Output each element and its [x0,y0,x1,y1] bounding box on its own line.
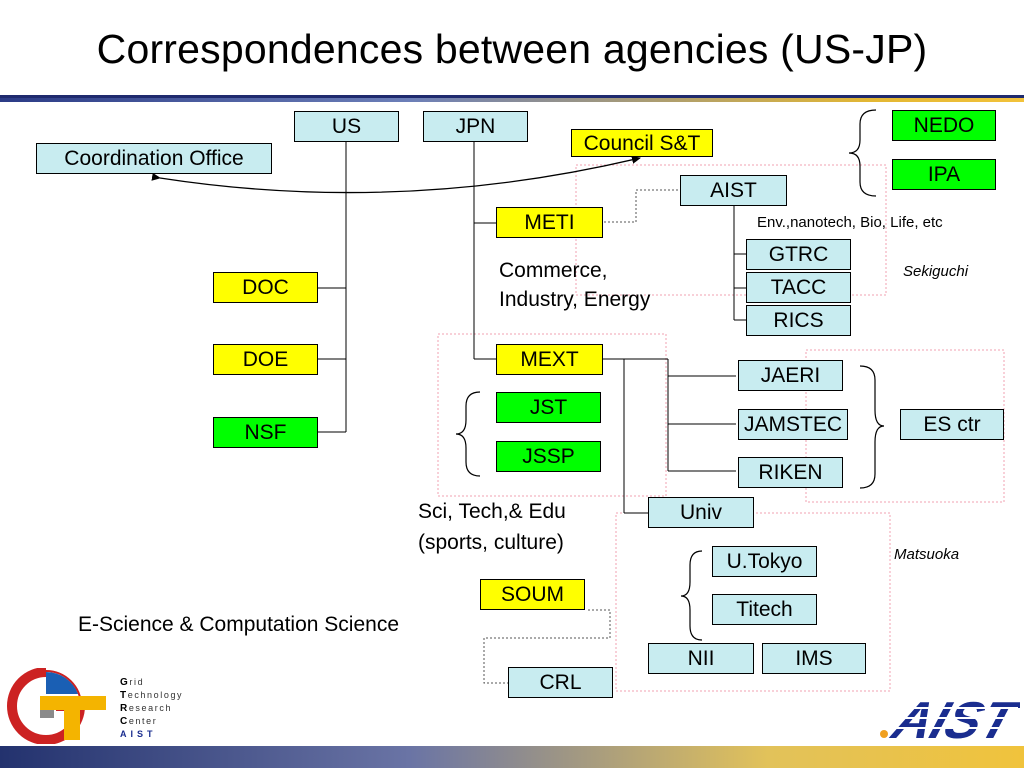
node-meti: METI [496,207,603,238]
node-council: Council S&T [571,129,713,157]
node-rics: RICS [746,305,851,336]
node-crl: CRL [508,667,613,698]
gtrc-wordmark: Grid Technology Research Center AIST [120,676,183,741]
gtrc-line-grid: Grid [120,677,145,688]
title-rule-navy [0,95,1024,98]
jpn-tree-lines [473,142,746,514]
coordination-arrow [151,155,641,194]
title-rule-gradient [0,98,1024,102]
svg-text:AIST: AIST [884,692,1020,746]
brace-jst-jssp [455,391,481,477]
brace-es-ctr [859,365,885,489]
meti-desc-line2: Industry, Energy [499,288,651,311]
gtrc-line-research: Research [120,703,173,714]
node-gtrc: GTRC [746,239,851,270]
node-jpn: JPN [423,111,528,142]
sekiguchi-label: Sekiguchi [903,263,969,280]
brace-univ [680,550,703,641]
node-es-ctr: ES ctr [900,409,1004,440]
node-jamstec: JAMSTEC [738,409,848,440]
meti-desc-line1: Commerce, [499,259,608,282]
node-doe: DOE [213,344,318,375]
gtrc-line-center: Center [120,716,158,727]
node-mext: MEXT [496,344,603,375]
gtrc-line-technology: Technology [120,690,184,701]
node-soum: SOUM [480,579,585,610]
mext-desc-line2: (sports, culture) [418,531,564,554]
node-univ: Univ [648,497,754,528]
node-utokyo: U.Tokyo [712,546,817,577]
node-riken: RIKEN [738,457,843,488]
gtrc-logo [7,668,106,744]
node-nedo: NEDO [892,110,996,141]
dotted-connectors [483,189,680,684]
page-title: Correspondences between agencies (US-JP) [96,26,928,72]
node-nsf: NSF [213,417,318,448]
node-ims: IMS [762,643,866,674]
node-nii: NII [648,643,754,674]
node-jst: JST [496,392,601,423]
footer-gradient-bar [0,746,1024,768]
node-ipa: IPA [892,159,996,190]
node-tacc: TACC [746,272,851,303]
gtrc-line-aist: AIST [120,729,157,739]
node-aist: AIST [680,175,787,206]
node-jaeri: JAERI [738,360,843,391]
brace-nedo-ipa [848,109,877,197]
node-us: US [294,111,399,142]
mext-desc-line1: Sci, Tech,& Edu [418,500,566,523]
node-titech: Titech [712,594,817,625]
aist-fields-label: Env.,nanotech, Bio, Life, etc [757,214,943,231]
node-jssp: JSSP [496,441,601,472]
node-doc: DOC [213,272,318,303]
aist-logo: AIST [880,692,1020,746]
curly-braces [455,109,885,641]
node-coordination-office: Coordination Office [36,143,272,174]
us-tree-lines [318,142,347,433]
escience-label: E-Science & Computation Science [78,613,399,636]
matsuoka-label: Matsuoka [894,546,960,563]
